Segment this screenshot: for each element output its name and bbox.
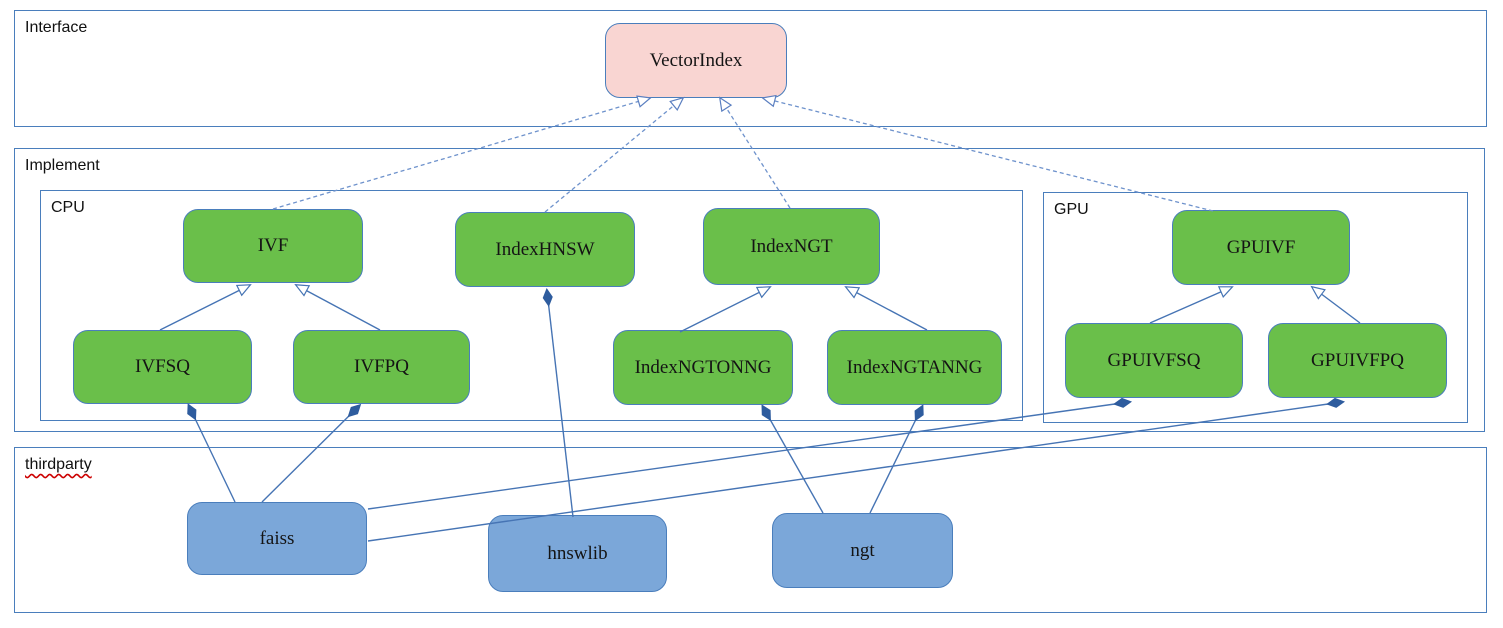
node-indexngt[interactable]: IndexNGT xyxy=(703,208,880,285)
node-ngt-label: ngt xyxy=(850,539,875,561)
node-ivf[interactable]: IVF xyxy=(183,209,363,283)
node-hnswlib[interactable]: hnswlib xyxy=(488,515,667,592)
node-gpuivfsq[interactable]: GPUIVFSQ xyxy=(1065,323,1243,398)
node-indexhnsw[interactable]: IndexHNSW xyxy=(455,212,635,287)
node-faiss-label: faiss xyxy=(259,527,295,549)
node-indexngt-label: IndexNGT xyxy=(750,235,833,257)
node-indexhnsw-label: IndexHNSW xyxy=(495,238,595,260)
node-faiss[interactable]: faiss xyxy=(187,502,367,575)
node-vectorindex-label: VectorIndex xyxy=(649,49,743,71)
node-ivfsq-label: IVFSQ xyxy=(135,356,190,377)
container-implement-label: Implement xyxy=(25,157,100,174)
node-ivf-label: IVF xyxy=(257,235,289,256)
node-gpuivfpq-label: GPUIVFPQ xyxy=(1311,349,1404,371)
node-indexngtanng[interactable]: IndexNGTANNG xyxy=(827,330,1002,405)
node-indexngtonng-label: IndexNGTONNG xyxy=(634,356,772,378)
node-ivfpq[interactable]: IVFPQ xyxy=(293,330,470,404)
container-interface-label: Interface xyxy=(25,19,88,36)
container-gpu-label: GPU xyxy=(1054,201,1089,218)
container-thirdparty-label: thirdparty xyxy=(25,456,92,473)
node-indexngtanng-label: IndexNGTANNG xyxy=(846,356,983,378)
node-indexngtonng[interactable]: IndexNGTONNG xyxy=(613,330,793,405)
node-vectorindex[interactable]: VectorIndex xyxy=(605,23,787,98)
node-ivfsq[interactable]: IVFSQ xyxy=(73,330,252,404)
node-gpuivfsq-label: GPUIVFSQ xyxy=(1107,349,1201,371)
node-ngt[interactable]: ngt xyxy=(772,513,953,588)
node-gpuivfpq[interactable]: GPUIVFPQ xyxy=(1268,323,1447,398)
container-cpu-label: CPU xyxy=(51,199,85,216)
node-ivfpq-label: IVFPQ xyxy=(354,356,409,377)
node-gpuivf[interactable]: GPUIVF xyxy=(1172,210,1350,285)
node-gpuivf-label: GPUIVF xyxy=(1226,236,1296,258)
node-hnswlib-label: hnswlib xyxy=(547,542,608,564)
